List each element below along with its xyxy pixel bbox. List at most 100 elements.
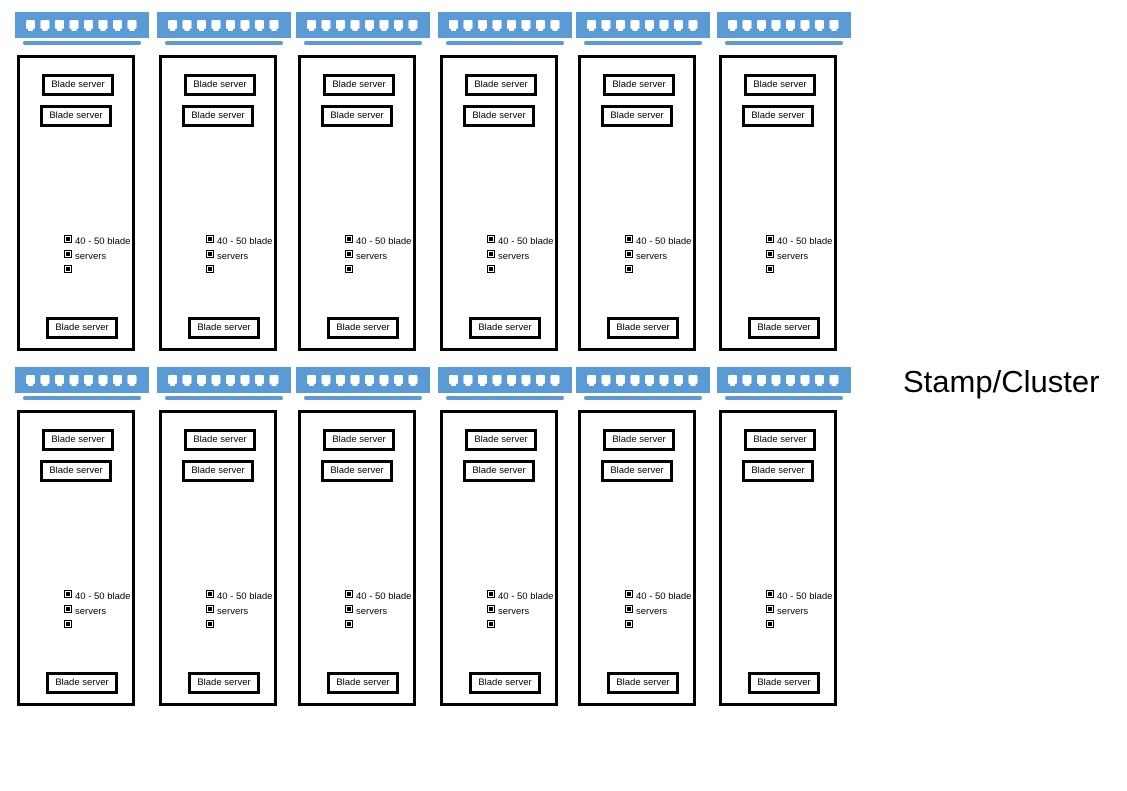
bullet-item xyxy=(345,265,425,280)
network-switch-icon xyxy=(157,12,291,45)
blade-server-box: Blade server xyxy=(744,74,816,96)
square-bullet-icon xyxy=(487,605,495,613)
server-rack: Blade server Blade server 40 - 50 blade … xyxy=(440,410,558,706)
bullet-item: 40 - 50 blade xyxy=(206,235,286,250)
bullet-list: 40 - 50 blade servers xyxy=(766,235,846,280)
bullet-text: servers xyxy=(636,606,668,617)
bullet-item: 40 - 50 blade xyxy=(64,590,144,605)
bullet-item: 40 - 50 blade xyxy=(625,590,705,605)
square-bullet-icon xyxy=(625,265,633,273)
bullet-list: 40 - 50 blade servers xyxy=(206,590,286,635)
bullet-list: 40 - 50 blade servers xyxy=(64,235,144,280)
rack-unit: Blade server Blade server 40 - 50 blade … xyxy=(296,367,430,712)
blade-server-box: Blade server xyxy=(603,429,675,451)
bullet-list: 40 - 50 blade servers xyxy=(625,590,705,635)
server-rack: Blade server Blade server 40 - 50 blade … xyxy=(298,55,416,351)
bullet-text: 40 - 50 blade xyxy=(636,591,692,602)
blade-server-box: Blade server xyxy=(744,429,816,451)
network-switch-icon xyxy=(717,12,851,45)
network-switch-icon xyxy=(157,367,291,400)
bullet-list: 40 - 50 blade servers xyxy=(345,590,425,635)
bullet-text: 40 - 50 blade xyxy=(356,591,412,602)
blade-server-box: Blade server xyxy=(465,429,537,451)
bullet-text: servers xyxy=(217,606,249,617)
square-bullet-icon xyxy=(625,250,633,258)
bullet-item: 40 - 50 blade xyxy=(487,590,567,605)
blade-server-box: Blade server xyxy=(742,105,814,127)
blade-server-box: Blade server xyxy=(321,460,393,482)
server-rack: Blade server Blade server 40 - 50 blade … xyxy=(17,410,135,706)
bullet-text: servers xyxy=(777,251,809,262)
square-bullet-icon xyxy=(625,235,633,243)
bullet-item xyxy=(487,620,567,635)
square-bullet-icon xyxy=(64,235,72,243)
bullet-item xyxy=(625,620,705,635)
blade-server-box: Blade server xyxy=(40,105,112,127)
square-bullet-icon xyxy=(345,235,353,243)
square-bullet-icon xyxy=(487,250,495,258)
blade-server-box: Blade server xyxy=(748,672,820,694)
bullet-item xyxy=(766,620,846,635)
blade-server-box: Blade server xyxy=(742,460,814,482)
square-bullet-icon xyxy=(625,605,633,613)
square-bullet-icon xyxy=(487,265,495,273)
bullet-item: 40 - 50 blade xyxy=(345,590,425,605)
bullet-item: 40 - 50 blade xyxy=(345,235,425,250)
bullet-text: servers xyxy=(777,606,809,617)
bullet-item: servers xyxy=(766,605,846,620)
bullet-list: 40 - 50 blade servers xyxy=(345,235,425,280)
network-switch-icon xyxy=(717,367,851,400)
server-rack: Blade server Blade server 40 - 50 blade … xyxy=(578,410,696,706)
bullet-item: servers xyxy=(625,250,705,265)
network-switch-icon xyxy=(438,12,572,45)
bullet-item xyxy=(64,620,144,635)
bullet-text: servers xyxy=(75,251,107,262)
blade-server-box: Blade server xyxy=(607,317,679,339)
square-bullet-icon xyxy=(206,250,214,258)
cluster-label: Stamp/Cluster xyxy=(903,364,1100,399)
square-bullet-icon xyxy=(766,235,774,243)
network-switch-icon xyxy=(296,367,430,400)
bullet-text: 40 - 50 blade xyxy=(356,236,412,247)
bullet-text: servers xyxy=(356,251,388,262)
square-bullet-icon xyxy=(206,235,214,243)
bullet-list: 40 - 50 blade servers xyxy=(64,590,144,635)
bullet-item: 40 - 50 blade xyxy=(766,590,846,605)
bullet-item xyxy=(206,265,286,280)
blade-server-box: Blade server xyxy=(42,74,114,96)
rack-unit: Blade server Blade server 40 - 50 blade … xyxy=(157,367,291,712)
bullet-text: 40 - 50 blade xyxy=(777,591,833,602)
bullet-text: 40 - 50 blade xyxy=(217,591,273,602)
network-switch-icon xyxy=(15,367,149,400)
rack-unit: Blade server Blade server 40 - 50 blade … xyxy=(438,12,572,357)
rack-unit: Blade server Blade server 40 - 50 blade … xyxy=(157,12,291,357)
server-rack: Blade server Blade server 40 - 50 blade … xyxy=(298,410,416,706)
bullet-item: servers xyxy=(625,605,705,620)
rack-unit: Blade server Blade server 40 - 50 blade … xyxy=(296,12,430,357)
server-rack: Blade server Blade server 40 - 50 blade … xyxy=(719,55,837,351)
blade-server-box: Blade server xyxy=(42,429,114,451)
blade-server-box: Blade server xyxy=(182,460,254,482)
blade-server-box: Blade server xyxy=(601,105,673,127)
blade-server-box: Blade server xyxy=(469,672,541,694)
server-rack: Blade server Blade server 40 - 50 blade … xyxy=(719,410,837,706)
bullet-list: 40 - 50 blade servers xyxy=(206,235,286,280)
network-switch-icon xyxy=(438,367,572,400)
server-rack: Blade server Blade server 40 - 50 blade … xyxy=(440,55,558,351)
bullet-item xyxy=(487,265,567,280)
bullet-item: servers xyxy=(206,605,286,620)
bullet-item: servers xyxy=(487,250,567,265)
bullet-list: 40 - 50 blade servers xyxy=(487,590,567,635)
bullet-item xyxy=(206,620,286,635)
bullet-text: 40 - 50 blade xyxy=(75,236,131,247)
square-bullet-icon xyxy=(487,590,495,598)
square-bullet-icon xyxy=(766,250,774,258)
bullet-text: servers xyxy=(75,606,107,617)
bullet-item: servers xyxy=(64,605,144,620)
rack-unit: Blade server Blade server 40 - 50 blade … xyxy=(15,12,149,357)
bullet-item xyxy=(345,620,425,635)
bullet-list: 40 - 50 blade servers xyxy=(625,235,705,280)
square-bullet-icon xyxy=(64,605,72,613)
bullet-text: servers xyxy=(498,606,530,617)
bullet-text: servers xyxy=(217,251,249,262)
